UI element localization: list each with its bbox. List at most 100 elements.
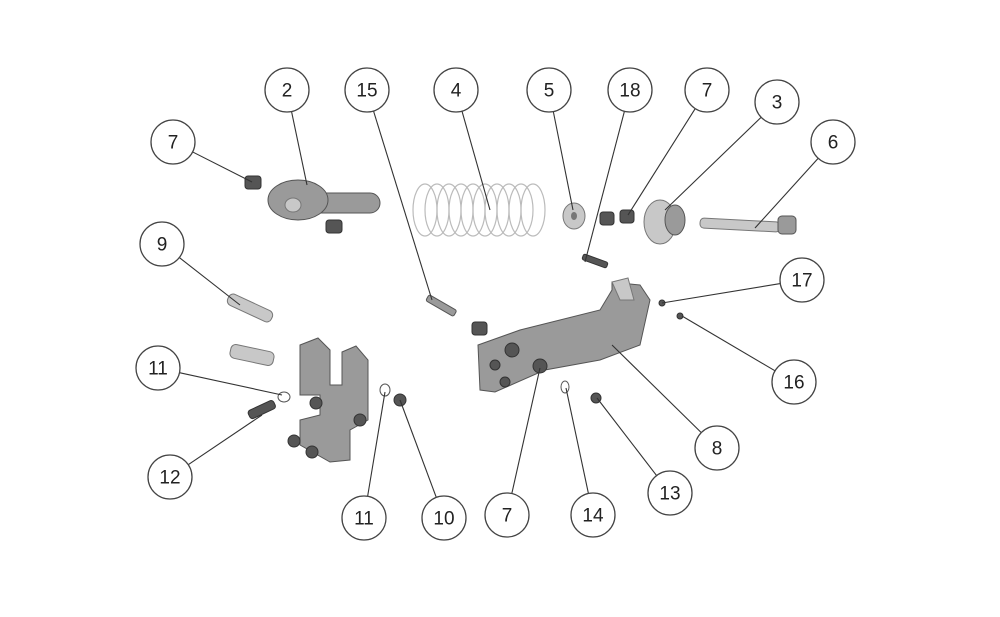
part-spring: [412, 183, 546, 237]
callout-number: 7: [168, 133, 179, 154]
callout-balloon: 11: [341, 495, 387, 541]
callout-circle: [344, 67, 390, 113]
leader-line: [187, 414, 263, 466]
callout-balloon: 7: [150, 119, 196, 165]
callout-circle: [647, 470, 693, 516]
leader-line: [179, 372, 283, 396]
part-rod-end: [267, 179, 381, 221]
part-bracket: [287, 337, 369, 463]
callout-number: 8: [712, 439, 723, 460]
part-o-ring: [379, 383, 391, 397]
leader-line: [290, 111, 308, 186]
leader-line: [681, 315, 776, 372]
leader-line: [661, 283, 781, 304]
callout-circle: [526, 67, 572, 113]
part-clip: [560, 380, 570, 394]
part-bushing: [244, 175, 262, 190]
callout-circle: [433, 67, 479, 113]
callout-balloon: 16: [771, 359, 817, 405]
callout-number: 11: [148, 359, 168, 380]
callout-balloon: 7: [484, 492, 530, 538]
washer-hole: [571, 212, 577, 220]
callout-number: 7: [702, 81, 713, 102]
callout-circle: [771, 359, 817, 405]
callout-number: 6: [828, 133, 839, 154]
leader-line: [565, 387, 589, 494]
callout-balloon: 5: [526, 67, 572, 113]
callout-balloon: 15: [344, 67, 390, 113]
callout-circle: [684, 67, 730, 113]
callout-number: 3: [772, 93, 783, 114]
callout-balloon: 4: [433, 67, 479, 113]
leader-line: [511, 367, 541, 494]
leader-line: [627, 108, 696, 216]
callout-circle: [754, 79, 800, 125]
callout-circle: [150, 119, 196, 165]
callout-balloon: 18: [607, 67, 653, 113]
callout-balloon: 10: [421, 495, 467, 541]
leader-line: [367, 391, 386, 497]
part-flange: [643, 199, 686, 245]
callout-number: 11: [354, 509, 374, 530]
callout-balloon: 11: [135, 345, 181, 391]
callout-balloon: 2: [264, 67, 310, 113]
callout-circle: [421, 495, 467, 541]
callout-balloon: 9: [139, 221, 185, 267]
callout-circle: [147, 454, 193, 500]
callout-circle: [484, 492, 530, 538]
callout-circle: [779, 257, 825, 303]
callout-number: 9: [157, 235, 168, 256]
part-screw: [425, 294, 457, 317]
part-pin: [229, 344, 275, 366]
leader-line: [461, 111, 491, 211]
callout-balloon: 7: [684, 67, 730, 113]
callout-balloon: 8: [694, 425, 740, 471]
callout-number: 7: [502, 506, 513, 527]
leader-line: [552, 111, 574, 211]
part-screw: [247, 400, 276, 420]
callout-circle: [607, 67, 653, 113]
callout-circle: [810, 119, 856, 165]
callout-balloon: 6: [810, 119, 856, 165]
part-screw: [581, 253, 609, 269]
leader-line: [611, 344, 702, 433]
part-bushing: [325, 219, 343, 234]
callouts: 2 15 4 5 18 7 3 6 7 9 17 16 11 8 12 13 11 10 7 14: [135, 67, 856, 541]
part-bushing: [599, 211, 615, 226]
callout-circle: [341, 495, 387, 541]
callout-number: 14: [582, 506, 604, 527]
leader-lines: [178, 108, 819, 498]
part-bushing: [619, 209, 635, 224]
part-bolt: [699, 215, 797, 235]
part-o-ring: [277, 391, 291, 403]
callout-number: 10: [433, 509, 454, 530]
callout-number: 4: [451, 81, 462, 102]
callout-number: 2: [282, 81, 293, 102]
callout-circle: [135, 345, 181, 391]
leader-line: [372, 110, 433, 301]
leader-line: [596, 397, 658, 476]
callout-balloon: 17: [779, 257, 825, 303]
callout-number: 18: [619, 81, 640, 102]
leader-line: [399, 399, 437, 498]
callout-balloon: 3: [754, 79, 800, 125]
callout-number: 16: [783, 373, 804, 394]
callout-circle: [139, 221, 185, 267]
part-lever-arm: [477, 277, 651, 393]
leader-line: [754, 157, 819, 229]
parts: [226, 175, 797, 463]
leader-line: [584, 111, 625, 263]
callout-balloon: 12: [147, 454, 193, 500]
callout-number: 17: [791, 271, 812, 292]
leader-line: [192, 151, 253, 183]
leader-line: [664, 116, 762, 211]
callout-circle: [264, 67, 310, 113]
callout-circle: [570, 492, 616, 538]
callout-number: 15: [356, 81, 377, 102]
callout-number: 13: [659, 484, 680, 505]
callout-balloon: 13: [647, 470, 693, 516]
part-pin: [226, 293, 274, 323]
callout-balloon: 14: [570, 492, 616, 538]
